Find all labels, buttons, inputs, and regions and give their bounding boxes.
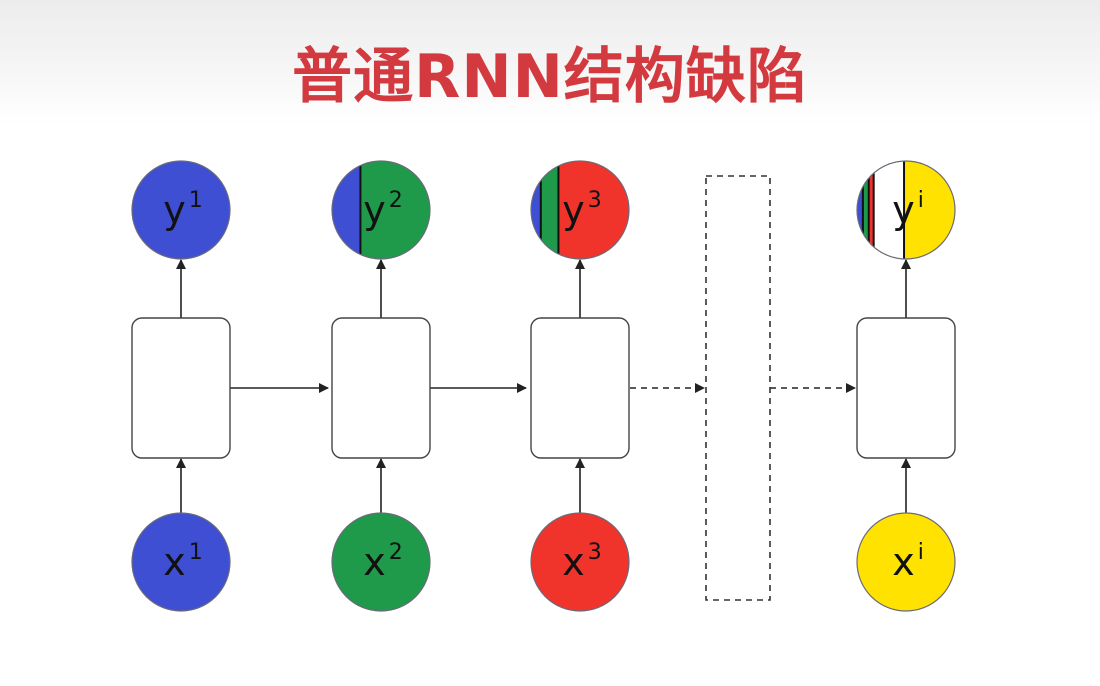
output-4-stripe-green bbox=[862, 161, 870, 259]
input-node-1-label-base: x bbox=[163, 540, 186, 584]
input-node-3-label-base: x bbox=[562, 540, 585, 584]
input-node-2-label-superscript: 2 bbox=[389, 540, 403, 565]
output-node-4 bbox=[856, 160, 956, 260]
rnn-cell-2 bbox=[331, 317, 431, 459]
input-node-1-label-superscript: 1 bbox=[189, 540, 203, 565]
output-node-3-label-base: y bbox=[562, 188, 585, 232]
output-4-stripe-blue bbox=[857, 161, 864, 259]
output-node-1-label-base: y bbox=[163, 188, 186, 232]
slide-title: 普通RNN结构缺陷 bbox=[292, 42, 808, 112]
output-node-1-fill bbox=[132, 161, 230, 259]
input-node-1 bbox=[131, 512, 231, 612]
input-node-3-label-superscript: 3 bbox=[588, 540, 602, 565]
rnn-cell-3 bbox=[530, 317, 630, 459]
output-node-2-label-base: y bbox=[363, 188, 386, 232]
output-3-stripe-green bbox=[540, 161, 559, 259]
rnn-cell-4 bbox=[856, 317, 956, 459]
output-node-4-label-superscript: i bbox=[918, 188, 924, 213]
output-4-stripe-white bbox=[873, 161, 905, 259]
output-4-stripe-red bbox=[868, 161, 875, 259]
output-node-2-label-superscript: 2 bbox=[389, 188, 403, 213]
output-node-2 bbox=[331, 160, 431, 260]
input-node-4-label-base: x bbox=[892, 540, 915, 584]
output-node-4-label-base: y bbox=[892, 188, 915, 232]
input-node-4 bbox=[856, 512, 956, 612]
input-node-2 bbox=[331, 512, 431, 612]
input-node-4-label-superscript: i bbox=[918, 540, 924, 565]
input-node-3 bbox=[530, 512, 630, 612]
output-node-1-label-superscript: 1 bbox=[189, 188, 203, 213]
rnn-cell-1 bbox=[131, 317, 231, 459]
omitted-steps-box bbox=[705, 175, 771, 601]
output-node-3-label-superscript: 3 bbox=[588, 188, 602, 213]
output-node-3 bbox=[530, 160, 630, 260]
output-3-stripe-blue bbox=[531, 161, 542, 259]
output-node-1 bbox=[131, 160, 231, 260]
output-1-stripe-blue bbox=[132, 161, 230, 259]
input-node-2-label-base: x bbox=[363, 540, 386, 584]
